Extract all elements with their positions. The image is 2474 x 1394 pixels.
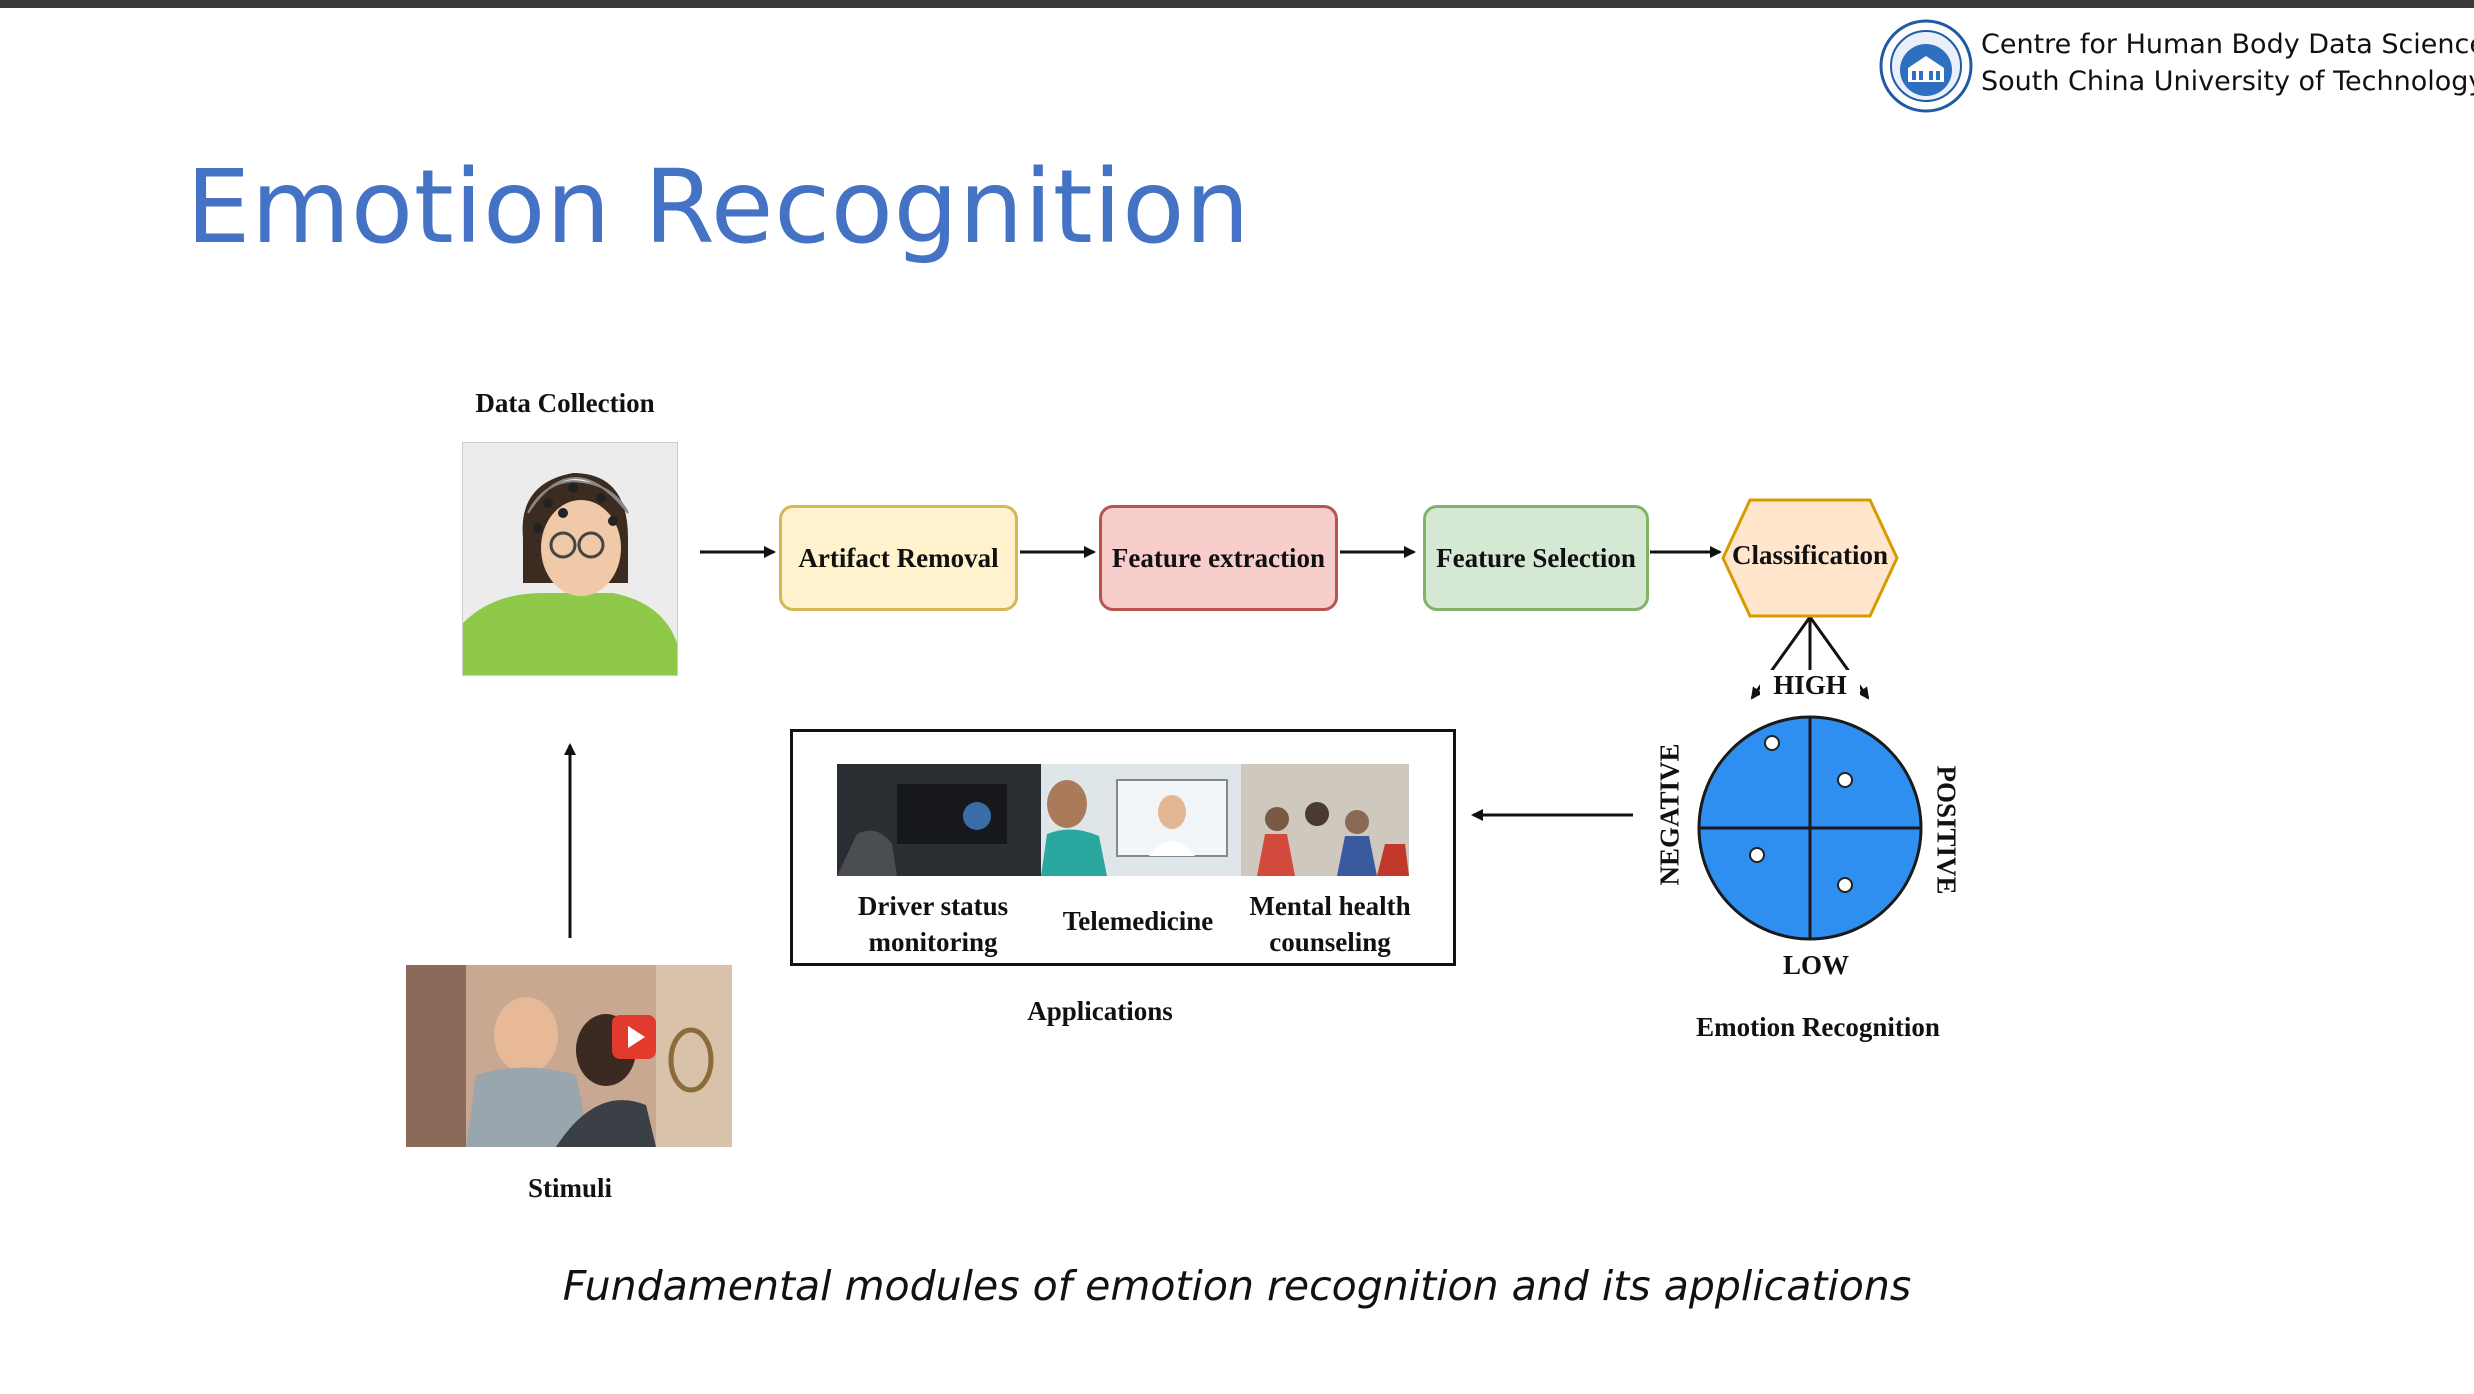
figure-caption: Fundamental modules of emotion recogniti… [562, 1262, 1912, 1310]
emotion-recognition-label: Emotion Recognition [1696, 1012, 1940, 1042]
play-icon[interactable] [612, 1015, 656, 1059]
institution-header: Centre for Human Body Data Science South… [1878, 18, 2474, 114]
app-driver-monitoring: Driver status monitoring [857, 891, 1009, 957]
eeg-subject-photo [462, 442, 678, 676]
emotion-high-label: HIGH [1760, 670, 1860, 701]
stimuli-video-thumbnail[interactable] [406, 965, 732, 1147]
step-feature-selection: Feature Selection [1423, 505, 1649, 611]
stimuli-label: Stimuli [527, 1173, 613, 1203]
top-bar [0, 0, 2474, 8]
emotion-quadrant-circle [1697, 715, 1923, 941]
step-artifact-removal: Artifact Removal [779, 505, 1018, 611]
step-feature-extraction: Feature extraction [1099, 505, 1338, 611]
step-classification-label: Classification [1731, 540, 1888, 570]
institution-line-1: Centre for Human Body Data Science [1981, 29, 2474, 60]
applications-photos [837, 764, 1409, 876]
app-mental-health: Mental health counseling [1249, 891, 1411, 957]
applications-label: Applications [1027, 996, 1173, 1026]
emotion-low-label: LOW [1782, 950, 1849, 980]
data-collection-label: Data Collection [475, 388, 655, 418]
institution-line-2: South China University of Technology [1981, 66, 2474, 97]
step-classification-shape [1721, 498, 1899, 618]
app-telemedicine: Telemedicine [1062, 906, 1214, 936]
university-logo [1879, 19, 1973, 113]
emotion-positive-label: POSITIVE [1931, 765, 1962, 895]
emotion-negative-label: NEGATIVE [1654, 743, 1685, 886]
applications-box [790, 729, 1456, 966]
slide-title: Emotion Recognition [186, 148, 1251, 267]
